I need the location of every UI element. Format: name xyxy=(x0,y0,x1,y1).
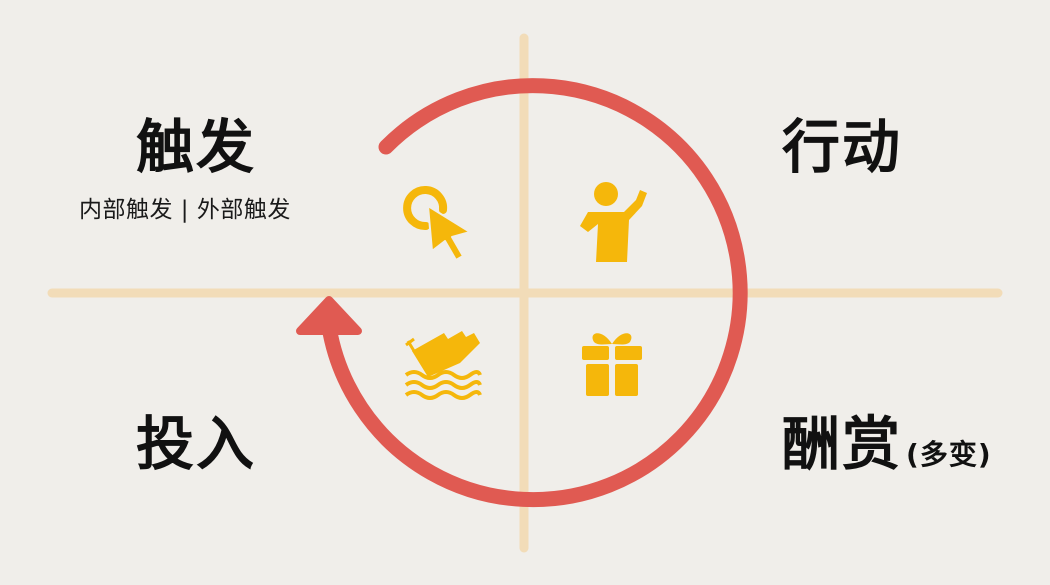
cycle-arrowhead-icon xyxy=(296,296,362,335)
sinking-ship-icon xyxy=(404,331,482,400)
trigger-title: 触发 xyxy=(136,113,257,181)
person-waving-icon xyxy=(580,182,647,262)
investment-title: 投入 xyxy=(136,410,257,478)
reward-title: 酬赏 xyxy=(782,410,903,478)
reward-label: 酬赏(多变) xyxy=(782,415,992,473)
gift-box-icon xyxy=(582,333,642,396)
action-title: 行动 xyxy=(782,113,903,181)
trigger-subtitle: 内部触发 | 外部触发 xyxy=(79,197,291,223)
click-cursor-icon xyxy=(403,186,471,261)
reward-note: (多变) xyxy=(906,438,992,471)
cycle-arc xyxy=(321,78,748,508)
